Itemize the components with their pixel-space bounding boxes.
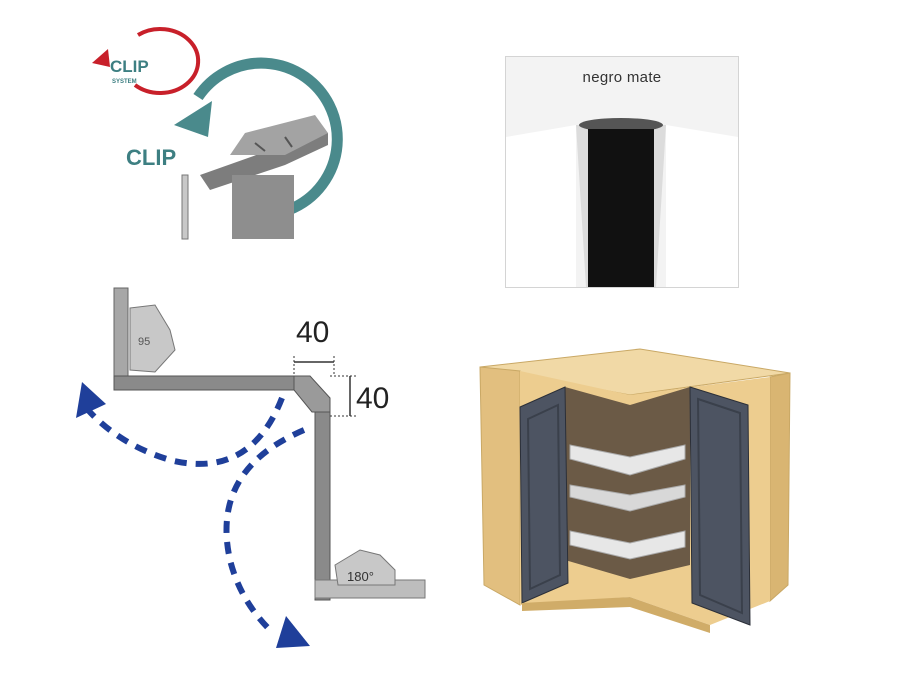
- finish-swatch: negro mate: [505, 56, 739, 288]
- door-right: [689, 386, 751, 626]
- finish-label: negro mate: [582, 69, 662, 86]
- door-edge-left: [113, 287, 129, 389]
- teal-arrow-head: [174, 101, 212, 137]
- dim-horizontal-label: 40: [296, 316, 329, 349]
- horizontal-panel: [113, 375, 295, 391]
- red-arrow-head: [92, 49, 110, 67]
- vertical-panel: [314, 411, 331, 601]
- red-rotate-arrow: [133, 27, 201, 95]
- corner-cabinet-illustration: [470, 335, 800, 635]
- clip-plate: [230, 115, 328, 155]
- cabinet-right-side: [769, 372, 791, 603]
- swing-arrow-left: [85, 396, 285, 467]
- shelf-bottom: [569, 530, 686, 560]
- shelf-top: [569, 444, 686, 476]
- swing-arrowhead-left: [76, 382, 106, 418]
- teal-rotate-arrow: [193, 57, 343, 221]
- right-panel: [666, 125, 738, 287]
- clip-logo-text: CLIP: [110, 57, 149, 76]
- door-right-panel: [696, 397, 744, 615]
- profile-top: [579, 118, 663, 132]
- clip-diagram: CLIP SYSTEM CLIP: [92, 27, 343, 240]
- cabinet-svg: [479, 348, 791, 633]
- swing-arrow-down: [223, 427, 306, 633]
- hinge-bottom-angle: 180°: [347, 569, 374, 584]
- left-panel: [506, 125, 576, 287]
- cabinet-left-side: [479, 366, 521, 606]
- black-profile: [588, 129, 654, 287]
- cabinet-interior: [565, 387, 690, 579]
- swing-arrowhead-down: [276, 616, 310, 648]
- door-left-panel: [526, 403, 562, 591]
- side-panel: [181, 174, 189, 240]
- hinge-left-angle: 95: [138, 336, 150, 348]
- clip-system-illustration: CLIP SYSTEM CLIP: [80, 25, 350, 245]
- hinge-opening-diagram: 95 180° 40 40: [60, 280, 440, 660]
- clip-label: CLIP: [126, 145, 176, 170]
- profile-illustration: [506, 118, 738, 287]
- hinge-bottom: [334, 549, 396, 586]
- corner-profile: [293, 375, 331, 413]
- shelf-middle: [569, 484, 686, 512]
- clip-logo-subtext: SYSTEM: [112, 79, 137, 85]
- clip-screws: [254, 136, 293, 152]
- dim-vertical-label: 40: [356, 382, 389, 415]
- cabinet-base: [522, 597, 710, 633]
- door-left: [519, 386, 569, 604]
- hinge-left: [129, 304, 176, 373]
- hinge-cup-block: [232, 175, 294, 239]
- hinge-diagram-svg: 95 180° 40 40: [76, 287, 426, 648]
